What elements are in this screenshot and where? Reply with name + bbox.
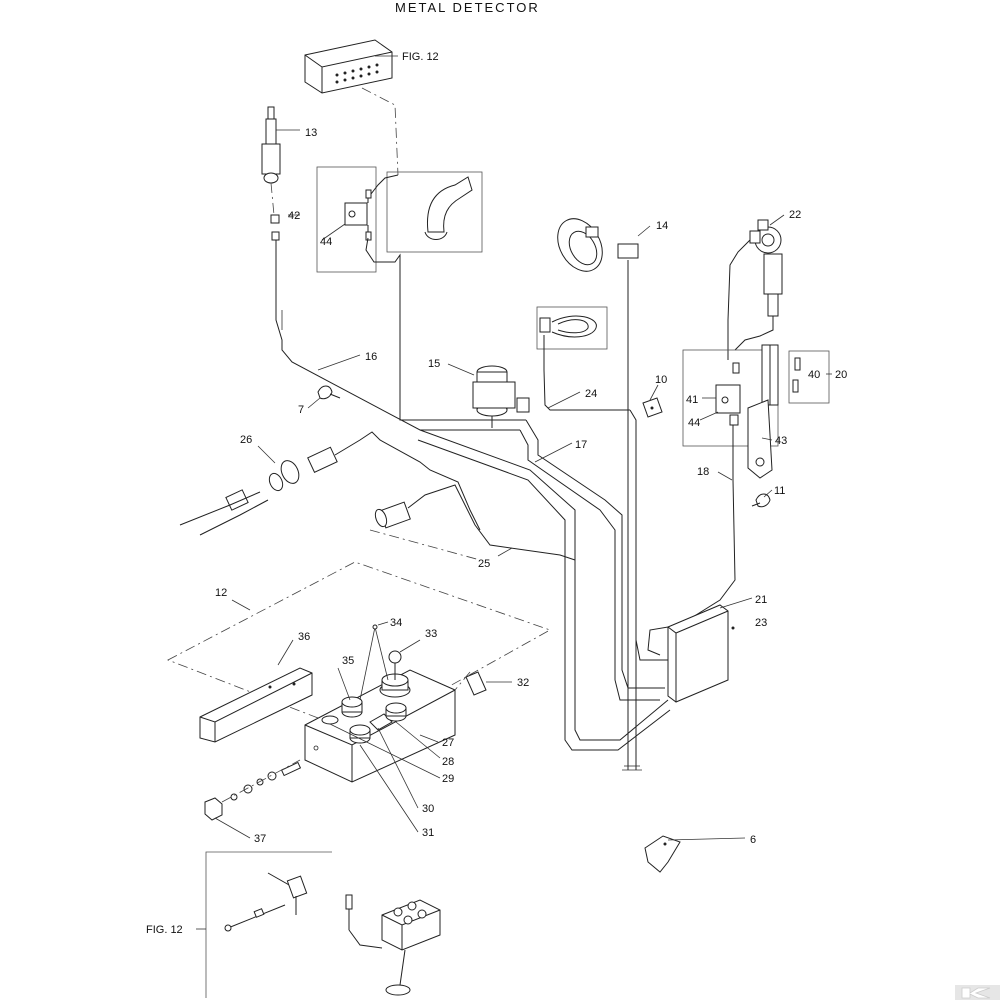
callout-29: 29 [442,773,454,785]
callout-17: 17 [575,439,587,451]
bracket-6-part [644,835,681,873]
rod-assembly-part [224,872,308,932]
callout-43: 43 [775,435,787,447]
callout-12: 12 [215,587,227,599]
fig-12-reference-inset: FIG. 12 [146,924,183,936]
callout-35: 35 [342,655,354,667]
callout-26: 26 [240,434,252,446]
callout-42: 42 [288,210,300,222]
callout-21: 21 [755,594,767,606]
callout-18: 18 [697,466,709,478]
callout-15: 15 [428,358,440,370]
callout-34: 34 [390,617,402,629]
callout-20: 20 [835,369,847,381]
diagram-title: METAL DETECTOR [395,0,540,15]
callout-31: 31 [422,827,434,839]
callout-30: 30 [422,803,434,815]
cylinder-13-part [261,106,281,184]
junction-box-21-part [667,604,735,703]
valve-44-lower-part [715,362,741,426]
clamp-14-part [557,218,603,272]
valve-22-part [749,219,783,317]
plug-25-part [374,501,411,529]
callout-7: 7 [298,404,304,416]
joystick-33-part [379,650,411,698]
switch-box-fig12-part [381,899,441,951]
callout-28: 28 [442,756,454,768]
callout-27: 27 [442,737,454,749]
foot-pad-part [385,984,411,996]
screw-34-part [372,624,378,630]
bracket-10-part [642,397,663,418]
elbow-fitting-part [424,176,473,240]
bracket-36-part [199,667,313,743]
knob-35-part [341,696,363,718]
callout-14: 14 [656,220,668,232]
callout-32: 32 [517,677,529,689]
clip-11-part [751,493,771,508]
callout-40: 40 [808,369,820,381]
callout-33: 33 [425,628,437,640]
knob-28-part [385,702,407,722]
valve-44-part [344,189,372,241]
callout-6: 6 [750,834,756,846]
plug-fig12-part [345,894,383,949]
pump-15-part [472,365,530,428]
control-box-fig12-part [304,39,393,94]
callout-11: 11 [774,485,785,497]
callout-10: 10 [655,374,667,386]
callout-25: 25 [478,558,490,570]
fitting-40-part [792,357,801,393]
brand-k-icon [955,985,1000,1000]
callout-37: 37 [254,833,266,845]
block-14-part [617,243,639,259]
knob-29-part [321,715,339,725]
clip-7-part [317,385,341,400]
knob-37-part [204,761,302,821]
fig12-inset [196,851,441,998]
plate-32-part [465,671,487,696]
connector-42-part [270,214,280,224]
callout-13: 13 [305,127,317,139]
callout-44-upper: 44 [320,236,332,248]
fig-12-reference-top: FIG. 12 [402,51,439,63]
callout-36: 36 [298,631,310,643]
callout-16: 16 [365,351,377,363]
callout-23: 23 [755,617,767,629]
callout-41: 41 [686,394,698,406]
cylinder-43-part [747,344,779,479]
callout-44-lower: 44 [688,417,700,429]
knob-31-part [349,724,371,744]
sensor-coil-part [539,315,597,338]
callout-24: 24 [585,388,597,400]
connector-26-part [225,446,338,511]
callout-22: 22 [789,209,801,221]
